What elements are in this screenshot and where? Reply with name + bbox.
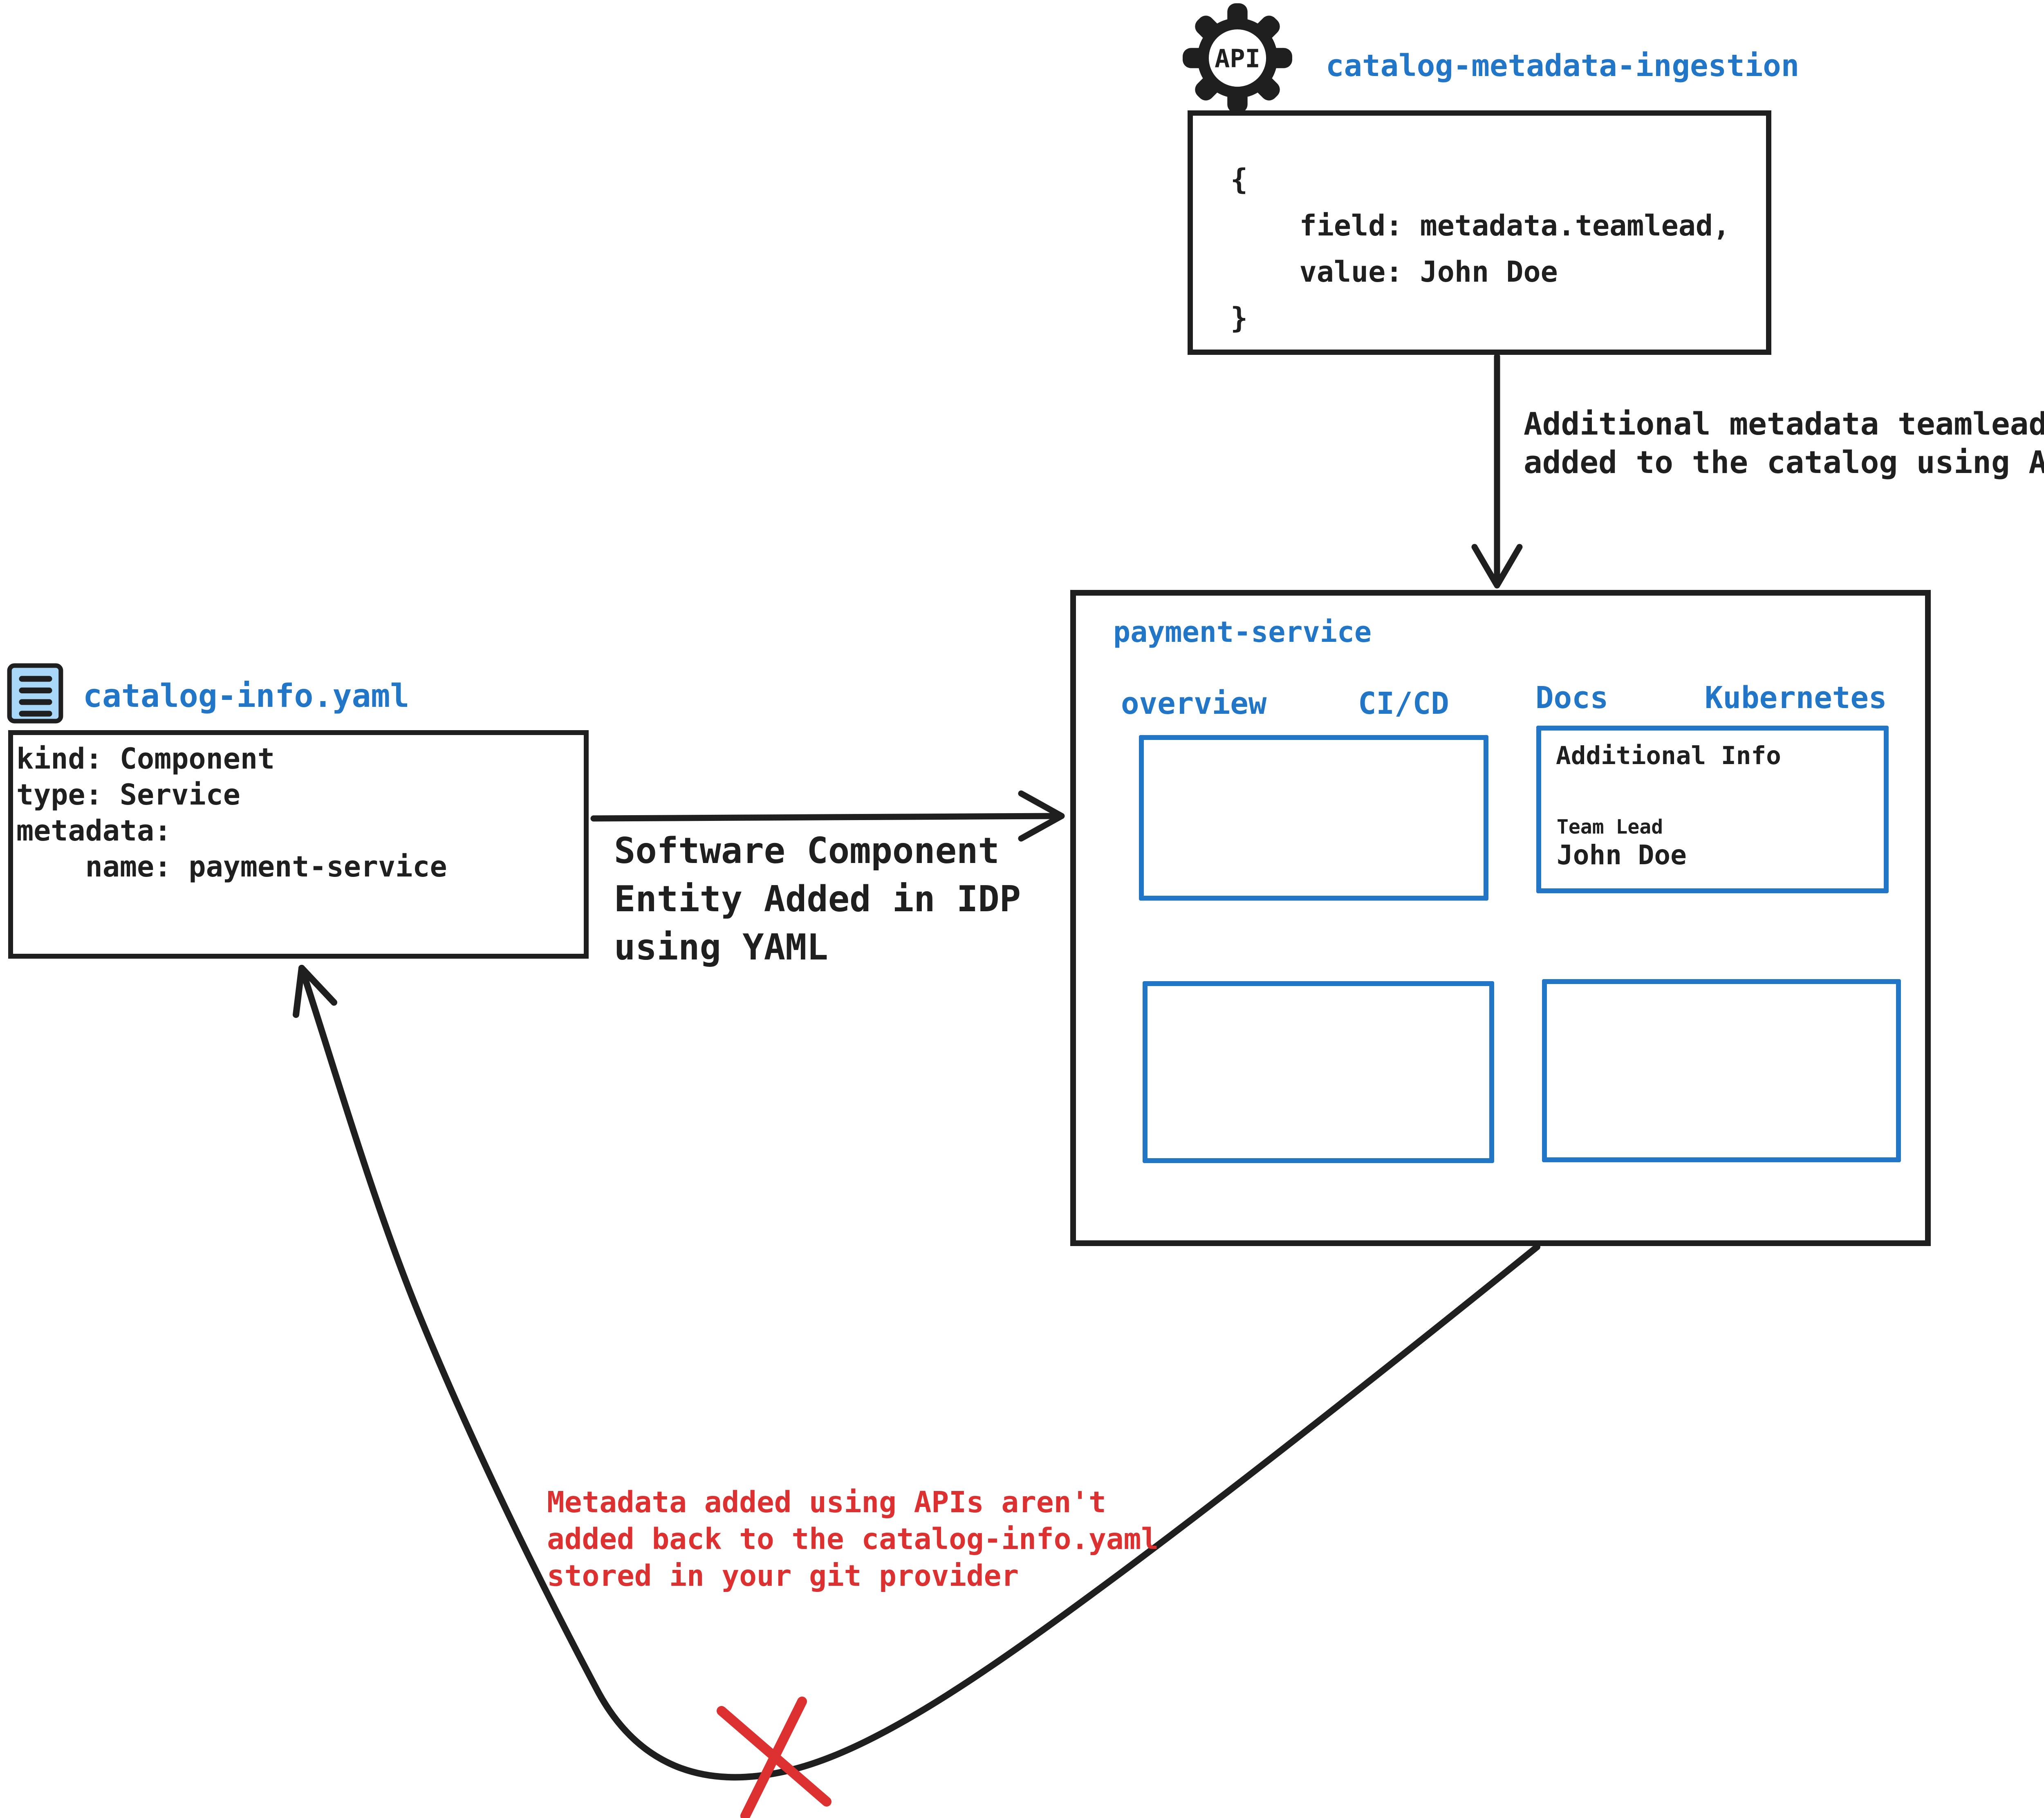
- team-lead-label: Team Lead: [1557, 816, 1663, 838]
- bottom-left-card: [1143, 981, 1494, 1163]
- rejected-x-icon: [717, 1697, 831, 1818]
- tab-docs[interactable]: Docs: [1535, 680, 1609, 715]
- idp-panel: payment-service overview CI/CD Docs Kube…: [1070, 590, 1931, 1246]
- yaml-file-title: catalog-info.yaml: [83, 678, 410, 715]
- overview-card: [1139, 735, 1488, 901]
- api-gear-icon: API: [1183, 3, 1292, 113]
- idp-panel-title: payment-service: [1113, 615, 1372, 649]
- tab-kubernetes[interactable]: Kubernetes: [1705, 680, 1887, 715]
- additional-info-heading: Additional Info: [1556, 741, 1781, 770]
- team-lead-value: John Doe: [1557, 839, 1687, 871]
- tab-cicd[interactable]: CI/CD: [1358, 686, 1449, 721]
- yaml-flow-label: Software Component Entity Added in IDP u…: [614, 830, 1021, 968]
- yaml-to-idp-arrow: [590, 790, 1065, 842]
- yaml-code: kind: Component type: Service metadata: …: [16, 742, 447, 883]
- api-ingestion-arrow: [1471, 353, 1523, 589]
- bottom-right-card: [1542, 979, 1901, 1162]
- feedback-curve-arrow: [293, 965, 1540, 1781]
- api-service-title: catalog-metadata-ingestion: [1326, 48, 1800, 83]
- api-icon-label: API: [1215, 44, 1260, 74]
- yaml-code-box: kind: Component type: Service metadata: …: [8, 730, 589, 959]
- api-code: { field: metadata.teamlead, value: John …: [1230, 163, 1730, 335]
- api-flow-label: Additional metadata teamlead added to th…: [1524, 406, 2044, 480]
- docs-additional-info-card: Additional Info Team Lead John Doe: [1536, 726, 1889, 893]
- api-code-box: { field: metadata.teamlead, value: John …: [1188, 110, 1771, 355]
- tab-overview[interactable]: overview: [1121, 686, 1267, 721]
- feedback-warning-note: Metadata added using APIs aren't added b…: [547, 1485, 1159, 1593]
- yaml-file-icon: [7, 663, 63, 724]
